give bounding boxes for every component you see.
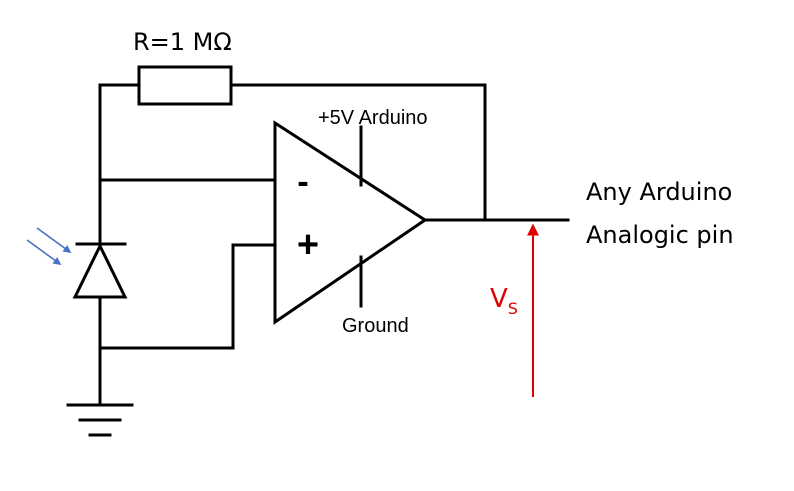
- light-arrows-icon: [26, 227, 72, 265]
- inverting-symbol: -: [297, 163, 308, 201]
- ground-icon: [66, 403, 134, 437]
- noninverting-symbol: +: [297, 224, 319, 266]
- resistor: [137, 65, 233, 106]
- vs-symbol: V: [490, 284, 508, 314]
- output-label-line1: Any Arduino: [586, 178, 732, 206]
- op-amp-triangle: [273, 120, 428, 325]
- photodiode: [72, 242, 128, 299]
- photodiode-triangle: [72, 242, 128, 299]
- vs-subscript: S: [508, 299, 518, 318]
- supply-label: +5V Arduino: [318, 107, 428, 129]
- output-label-line2: Analogic pin: [586, 221, 734, 249]
- ground-label: Ground: [342, 315, 409, 337]
- resistor-label: R=1 MΩ: [133, 28, 232, 56]
- noninverting-input-wire: [98, 243, 277, 350]
- vs-label: VS: [490, 284, 518, 318]
